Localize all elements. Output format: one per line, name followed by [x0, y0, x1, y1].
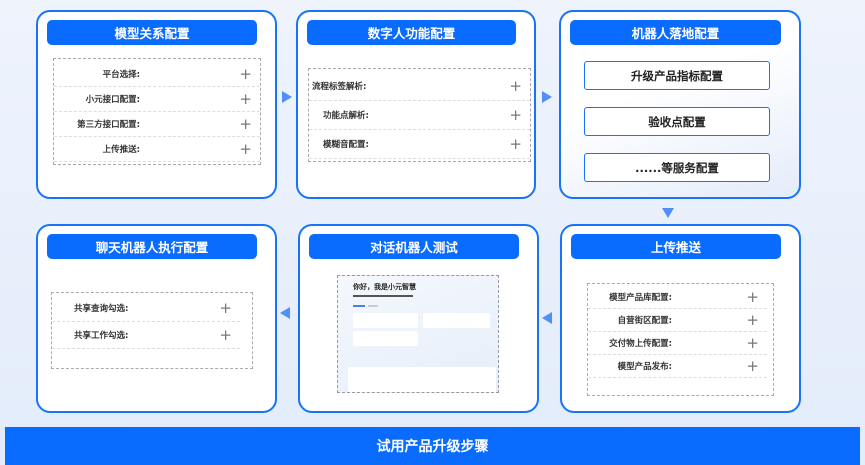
plus-icon[interactable]: + — [239, 140, 252, 158]
footer-banner: 试用产品升级步骤 — [5, 427, 860, 465]
config-row[interactable]: 模型产品发布: + — [588, 355, 767, 378]
row-label: 第三方接口配置: — [77, 120, 140, 130]
config-list: 流程标签解析: + 功能点解析: + 模糊音配置: + — [308, 68, 531, 162]
plus-icon[interactable]: + — [746, 288, 759, 306]
card-title: 数字人功能配置 — [307, 20, 516, 45]
config-row[interactable]: 模糊音配置: + — [309, 130, 530, 159]
arrow-down-icon — [662, 208, 674, 218]
plus-icon[interactable]: + — [509, 77, 522, 95]
row-label: 流程标签解析: — [312, 82, 367, 92]
card-upload-push: 上传推送 模型产品库配置: + 自营街区配置: + 交付物上传配置: + 模型产品发布… — [560, 224, 801, 413]
row-label: 共享查询勾选: — [74, 304, 129, 314]
config-row[interactable]: 共享查询勾选: + — [52, 295, 240, 322]
config-row[interactable]: 功能点解析: + — [309, 101, 530, 130]
plus-icon[interactable]: + — [746, 334, 759, 352]
config-row[interactable]: 小元接口配置: + — [54, 87, 260, 112]
plus-icon[interactable]: + — [219, 326, 232, 344]
card-chat-robot-exec: 聊天机器人执行配置 共享查询勾选: + 共享工作勾选: + — [36, 224, 277, 413]
card-title: 对话机器人测试 — [309, 234, 519, 259]
card-title: 上传推送 — [571, 234, 781, 259]
config-row[interactable]: 自营街区配置: + — [588, 309, 767, 332]
arrow-left-icon — [542, 312, 552, 324]
row-label: 模型产品发布: — [617, 362, 672, 372]
row-label: 小元接口配置: — [85, 95, 140, 105]
config-row[interactable]: 模型产品库配置: + — [588, 286, 767, 309]
row-label: 功能点解析: — [323, 111, 369, 121]
card-digital-human: 数字人功能配置 流程标签解析: + 功能点解析: + 模糊音配置: + — [296, 10, 536, 199]
config-row[interactable]: 共享工作勾选: + — [52, 322, 240, 349]
acceptance-point-button[interactable]: 验收点配置 — [584, 107, 770, 136]
plus-icon[interactable]: + — [239, 65, 252, 83]
other-services-button[interactable]: ......等服务配置 — [584, 153, 770, 182]
plus-icon[interactable]: + — [746, 357, 759, 375]
row-label: 共享工作勾选: — [74, 331, 129, 341]
card-robot-deploy: 机器人落地配置 升级产品指标配置 验收点配置 ......等服务配置 — [559, 10, 801, 199]
card-model-relation: 模型关系配置 平台选择: + 小元接口配置: + 第三方接口配置: + 上传推送: + — [36, 10, 277, 199]
config-row[interactable]: 流程标签解析: + — [309, 72, 530, 101]
row-label: 模型产品库配置: — [609, 293, 672, 303]
arrow-right-icon — [542, 91, 552, 103]
card-title: 机器人落地配置 — [570, 20, 781, 45]
plus-icon[interactable]: + — [746, 311, 759, 329]
plus-icon[interactable]: + — [509, 135, 522, 153]
plus-icon[interactable]: + — [239, 115, 252, 133]
arrow-right-icon — [282, 91, 292, 103]
card-title: 模型关系配置 — [47, 20, 257, 45]
config-list: 平台选择: + 小元接口配置: + 第三方接口配置: + 上传推送: + — [53, 58, 261, 165]
config-row[interactable]: 平台选择: + — [54, 62, 260, 87]
row-label: 交付物上传配置: — [609, 339, 672, 349]
config-row[interactable]: 第三方接口配置: + — [54, 112, 260, 137]
plus-icon[interactable]: + — [509, 106, 522, 124]
plus-icon[interactable]: + — [239, 90, 252, 108]
chat-preview-screenshot: 你好，我是小元智慧 — [337, 275, 499, 393]
row-label: 上传推送: — [102, 145, 140, 155]
upgrade-indicator-button[interactable]: 升级产品指标配置 — [584, 61, 770, 90]
row-label: 自营街区配置: — [617, 316, 672, 326]
plus-icon[interactable]: + — [219, 299, 232, 317]
config-list: 模型产品库配置: + 自营街区配置: + 交付物上传配置: + 模型产品发布: + — [587, 283, 774, 396]
card-title: 聊天机器人执行配置 — [47, 234, 257, 259]
config-row[interactable]: 交付物上传配置: + — [588, 332, 767, 355]
preview-greeting: 你好，我是小元智慧 — [353, 283, 416, 291]
row-label: 模糊音配置: — [323, 140, 369, 150]
arrow-left-icon — [280, 307, 290, 319]
row-label: 平台选择: — [102, 70, 140, 80]
config-list: 共享查询勾选: + 共享工作勾选: + — [51, 292, 253, 369]
config-row[interactable]: 上传推送: + — [54, 137, 260, 162]
